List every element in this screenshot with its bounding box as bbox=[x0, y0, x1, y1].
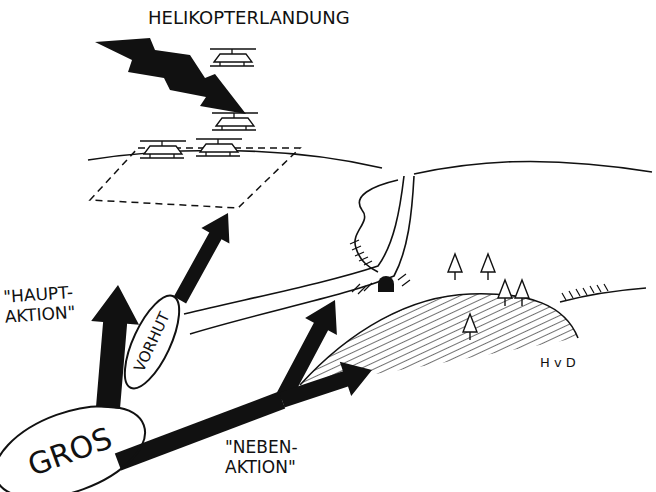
helicopter bbox=[140, 141, 186, 158]
helicopter-body bbox=[216, 118, 254, 126]
river-bank-hatch bbox=[350, 240, 372, 265]
label-box: HELIKOPTERLANDUNG bbox=[148, 8, 350, 29]
label-box: "HAUPT- AKTION" bbox=[3, 282, 86, 327]
tunnel bbox=[378, 276, 394, 292]
secondary-action-branch bbox=[280, 362, 373, 408]
horizon-line bbox=[414, 161, 652, 174]
unit-ellipse: VORHUT bbox=[112, 286, 192, 397]
landing-zone bbox=[90, 148, 300, 208]
tree-trunk bbox=[469, 332, 470, 340]
ellipse-shape bbox=[0, 388, 157, 492]
tree-trunk bbox=[487, 272, 488, 280]
tree-group bbox=[448, 254, 529, 340]
helicopter-body bbox=[214, 54, 252, 62]
helicopter-rotor bbox=[196, 139, 242, 156]
unit-ellipse: GROS bbox=[0, 386, 159, 492]
tree bbox=[448, 254, 462, 272]
ridge-line bbox=[560, 288, 646, 302]
helicopter bbox=[212, 113, 258, 130]
tree bbox=[463, 314, 477, 332]
sketch-label: "NEBEN- AKTION" bbox=[225, 438, 307, 477]
sketch-label: H v D bbox=[540, 356, 576, 371]
helicopter-body bbox=[200, 144, 238, 152]
sketch-label: "HAUPT- AKTION" bbox=[3, 282, 86, 327]
helicopter bbox=[196, 139, 242, 156]
river bbox=[355, 180, 398, 272]
label-box: H v D bbox=[540, 352, 576, 371]
bridge-hatch bbox=[352, 274, 410, 294]
helicopter-rotor bbox=[212, 113, 258, 130]
vanguard-arrow bbox=[174, 213, 230, 303]
ridge-hatch bbox=[562, 284, 608, 300]
road-edge bbox=[190, 176, 414, 334]
tree bbox=[498, 280, 512, 298]
sketch-label: HELIKOPTERLANDUNG bbox=[148, 8, 350, 29]
helicopter bbox=[210, 49, 256, 66]
label-box: "NEBEN- AKTION" bbox=[225, 438, 307, 477]
horizon-line bbox=[88, 151, 382, 169]
tree-trunk bbox=[521, 298, 522, 306]
hill-hatch bbox=[300, 294, 578, 385]
helicopter-rotor bbox=[140, 141, 186, 158]
hill-outline bbox=[300, 294, 578, 385]
tree bbox=[515, 280, 529, 298]
unit-name: GROS bbox=[24, 423, 116, 481]
helicopter-body bbox=[144, 146, 182, 154]
helicopter-group bbox=[140, 49, 258, 158]
ellipse-shape bbox=[114, 288, 190, 395]
helicopter-rotor bbox=[210, 49, 256, 66]
tree-trunk bbox=[454, 272, 455, 280]
tree bbox=[481, 254, 495, 272]
tree-trunk bbox=[504, 298, 505, 306]
main-action-arrow bbox=[91, 285, 139, 409]
unit-name: VORHUT bbox=[132, 310, 172, 374]
